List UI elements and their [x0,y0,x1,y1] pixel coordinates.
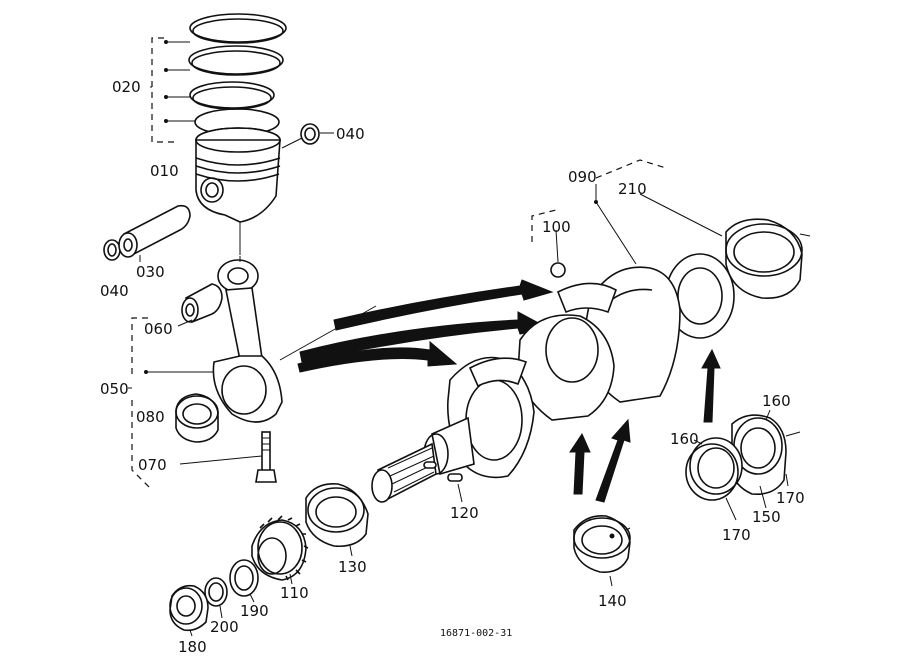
rear-bearing [639,193,811,299]
assembly-arrows [279,279,721,503]
label-170-left: 170 [722,526,751,544]
connecting-rod [212,256,283,423]
label-200: 200 [210,618,239,636]
steel-ball [531,209,566,278]
part-labels: 020 040 010 030 040 060 050 080 070 090 … [100,78,805,656]
label-190: 190 [240,602,269,620]
snap-ring-lower [103,239,121,261]
crankshaft [371,159,735,503]
thrust-bearing [573,514,631,587]
piston-rings [150,13,287,143]
label-120: 120 [450,504,479,522]
piston [195,127,281,255]
connecting-rod-brace [128,317,214,491]
shim-190 [229,559,259,603]
rod-bolt [179,431,277,483]
label-080: 080 [136,408,165,426]
shim-200 [204,577,228,619]
label-160-left: 160 [670,430,699,448]
main-bearing-case-assembly [685,409,801,521]
label-140: 140 [598,592,627,610]
front-bearing [305,482,369,557]
crank-pin-bearing [175,393,219,443]
label-170-right: 170 [776,489,805,507]
label-180: 180 [178,638,207,656]
label-100: 100 [542,218,571,236]
drawing-number: 16871-002-31 [440,628,512,639]
label-090: 090 [568,168,597,186]
label-070: 070 [138,456,167,474]
label-010: 010 [150,162,179,180]
label-020: 020 [112,78,141,96]
label-040-lower: 040 [100,282,129,300]
snap-ring-upper [281,123,334,149]
label-060: 060 [144,320,173,338]
label-160-right: 160 [762,392,791,410]
piston-pin [118,204,191,262]
label-150: 150 [752,508,781,526]
label-040-upper: 040 [336,125,365,143]
label-110: 110 [280,584,309,602]
collar-180 [169,584,209,637]
crankshaft-gear [251,515,309,585]
small-end-bushing [177,283,223,327]
label-130: 130 [338,558,367,576]
label-210: 210 [618,180,647,198]
label-050: 050 [100,380,129,398]
feather-key [423,461,463,503]
label-030: 030 [136,263,165,281]
